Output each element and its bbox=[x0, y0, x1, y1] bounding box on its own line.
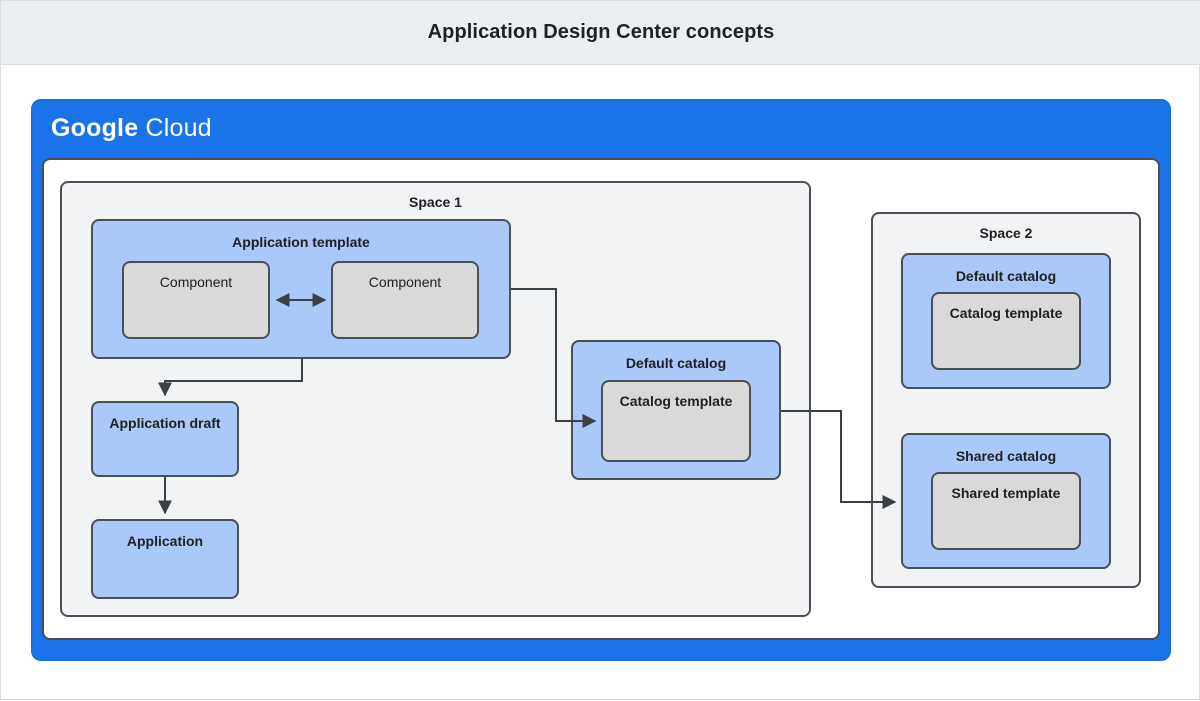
application-label: Application bbox=[126, 533, 204, 549]
google-cloud-logo: Google Cloud bbox=[51, 114, 212, 143]
application-draft-label: Application draft bbox=[109, 415, 221, 431]
shared-template-box[interactable]: Shared template bbox=[931, 472, 1081, 550]
component-b-box[interactable]: Component bbox=[331, 261, 479, 339]
space-1-catalog-template-label: Catalog template bbox=[619, 393, 733, 409]
page-header: Application Design Center concepts bbox=[1, 1, 1200, 65]
application-box[interactable]: Application bbox=[91, 519, 239, 599]
space-1-label: Space 1 bbox=[409, 194, 462, 210]
space-2-catalog-template-label: Catalog template bbox=[949, 305, 1063, 321]
component-a-box[interactable]: Component bbox=[122, 261, 270, 339]
google-cloud-logo-google: Google bbox=[51, 114, 139, 142]
space-2-catalog-template-box[interactable]: Catalog template bbox=[931, 292, 1081, 370]
shared-catalog-label: Shared catalog bbox=[955, 448, 1057, 464]
component-b-label: Component bbox=[368, 274, 442, 290]
component-a-label: Component bbox=[159, 274, 233, 290]
space-2-default-catalog-label: Default catalog bbox=[955, 268, 1057, 284]
shared-template-label: Shared template bbox=[951, 485, 1061, 501]
space-1-catalog-template-box[interactable]: Catalog template bbox=[601, 380, 751, 462]
page-title: Application Design Center concepts bbox=[427, 21, 775, 43]
application-draft-box[interactable]: Application draft bbox=[91, 401, 239, 477]
google-cloud-logo-cloud: Cloud bbox=[145, 114, 212, 142]
application-template-label: Application template bbox=[232, 234, 370, 250]
space-1-default-catalog-label: Default catalog bbox=[625, 355, 727, 371]
space-2-label: Space 2 bbox=[979, 225, 1033, 241]
